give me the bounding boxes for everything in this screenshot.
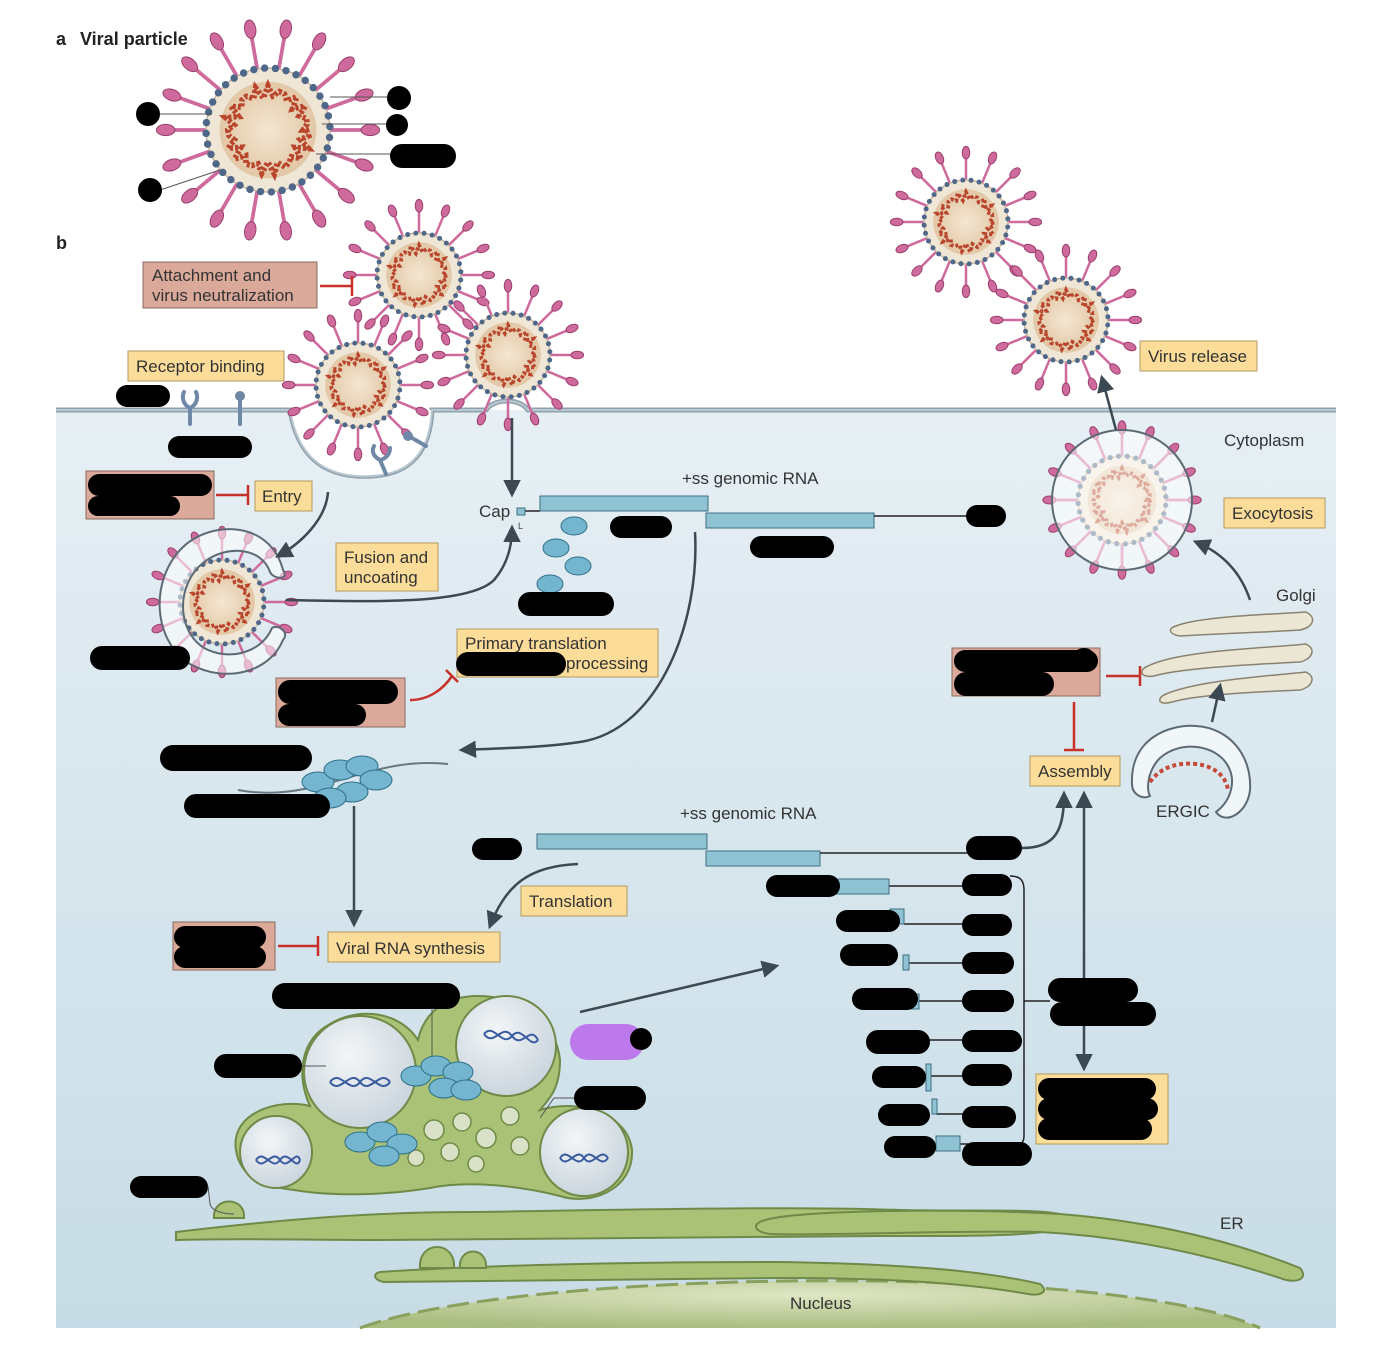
virus-released-2	[989, 243, 1143, 397]
receptor-binding-box: Receptor binding	[127, 350, 285, 382]
virus-particle-panel-a	[155, 19, 381, 241]
virus-receptor-bound	[281, 308, 435, 462]
genomic-rna-label-top: +ss genomic RNA	[682, 469, 819, 488]
virus-release-label: Virus release	[1148, 347, 1247, 366]
golgi-label: Golgi	[1276, 586, 1316, 605]
viral-rna-synthesis-label: Viral RNA synthesis	[336, 939, 485, 958]
flow-arrows	[274, 374, 1252, 1072]
nucleus-label: Nucleus	[790, 1294, 851, 1313]
redaction-marks	[88, 86, 1158, 1198]
fusion-line1: Fusion and	[344, 548, 428, 567]
virus-fusing	[431, 278, 585, 432]
cap-label-top: Cap	[479, 502, 510, 521]
virus-attaching	[342, 198, 496, 352]
fusion-uncoating-box: Fusion and uncoating	[335, 542, 439, 592]
inhibition-arrows	[216, 276, 1142, 956]
virus-released-1	[889, 145, 1043, 299]
panel-a-letter: a	[56, 29, 67, 49]
endosome	[158, 528, 287, 675]
exocytosis-label: Exocytosis	[1232, 504, 1313, 523]
dsrna-helices	[255, 1029, 609, 1165]
cytoplasm-label: Cytoplasm	[1224, 431, 1304, 450]
primary-translation-line1: Primary translation	[465, 634, 607, 653]
genomic-rna-label-bottom: +ss genomic RNA	[680, 804, 817, 823]
primary-translation-line2: processing	[566, 654, 648, 673]
attachment-box: Attachment and virus neutralization	[142, 261, 318, 309]
ergic-label: ERGIC	[1156, 802, 1210, 821]
dmv-protein-marker	[570, 1024, 644, 1060]
endoplasmic-reticulum	[175, 1200, 1305, 1296]
panel-a-title: Viral particle	[80, 29, 188, 49]
viral-rna-synthesis-box: Viral RNA synthesis	[327, 931, 501, 963]
leader-label-top: L	[518, 521, 523, 531]
ergic	[1130, 724, 1252, 819]
exocytosis-vesicle	[1051, 429, 1193, 571]
genomic-rna-top	[516, 495, 974, 529]
entry-label: Entry	[262, 487, 302, 506]
er-label: ER	[1220, 1214, 1244, 1233]
panel-a-leaders	[159, 96, 398, 191]
attachment-line2: virus neutralization	[152, 286, 294, 305]
assembly-label: Assembly	[1038, 762, 1112, 781]
exocytosis-box: Exocytosis	[1223, 497, 1326, 529]
golgi	[1141, 611, 1314, 704]
virus-release-box: Virus release	[1139, 340, 1258, 372]
replication-organelle	[234, 994, 644, 1200]
attachment-line1: Attachment and	[152, 266, 271, 285]
receptor-binding-label: Receptor binding	[136, 357, 265, 376]
translation-box: Translation	[520, 885, 628, 917]
fusion-line2: uncoating	[344, 568, 418, 587]
genomic-rna-bottom	[536, 833, 968, 867]
receptors	[180, 390, 428, 476]
ribosome-chain	[536, 516, 592, 594]
redaction-leaders	[207, 1008, 574, 1215]
panel-b-letter: b	[56, 233, 67, 253]
assembly-box: Assembly	[1029, 755, 1121, 787]
translation-label: Translation	[529, 892, 612, 911]
entry-box: Entry	[254, 480, 313, 512]
